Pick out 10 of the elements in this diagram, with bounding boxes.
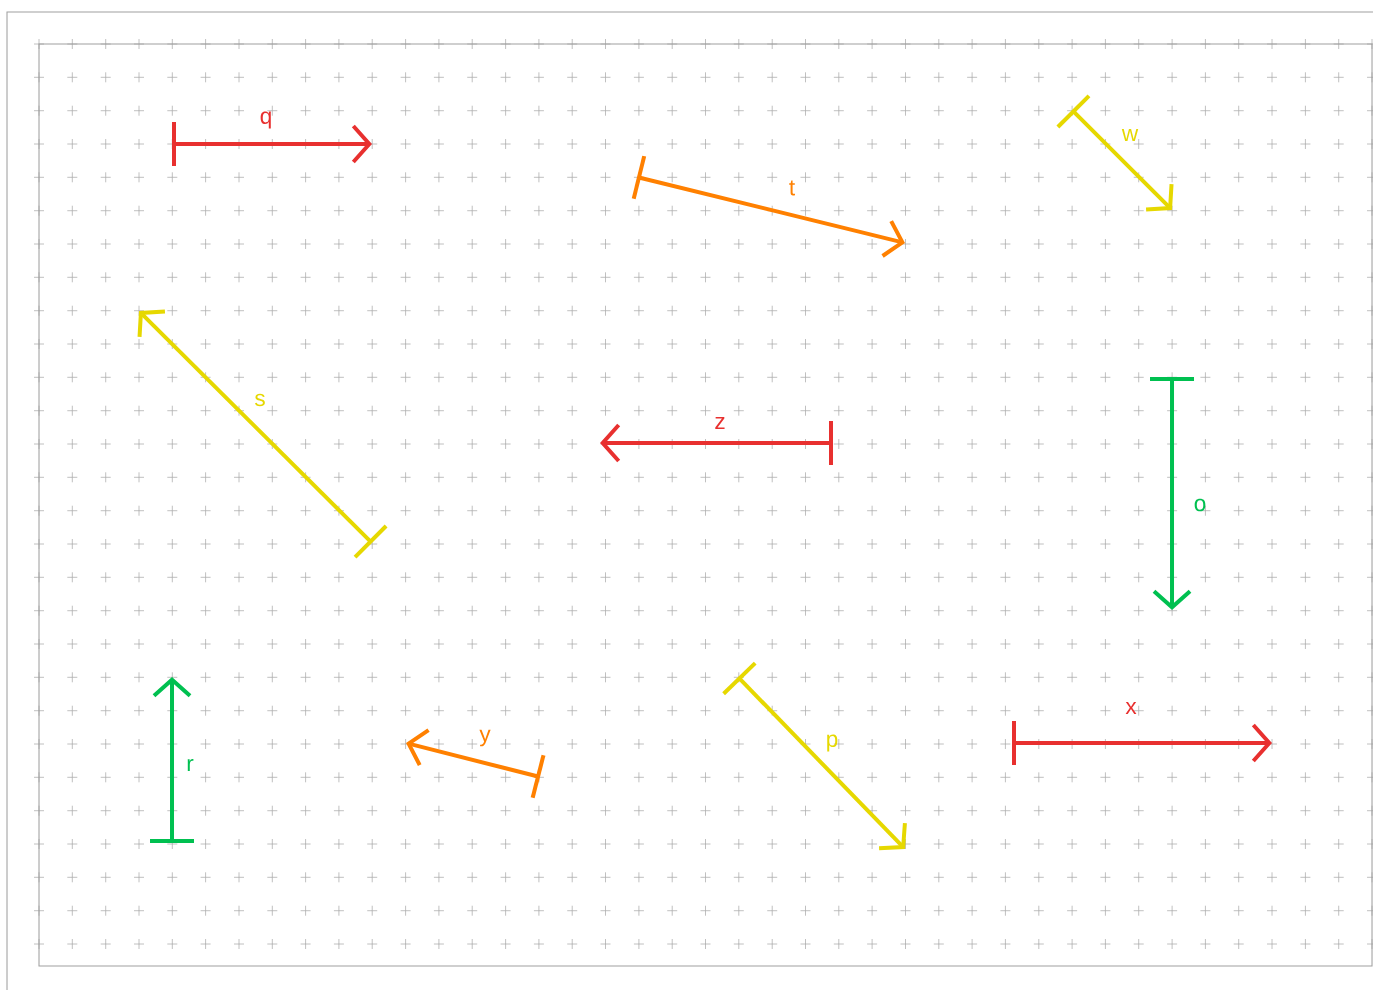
- vector-label: z: [715, 417, 725, 429]
- vector-label: p: [827, 734, 838, 752]
- vector-label: t: [789, 180, 795, 196]
- vector-label: s: [254, 393, 265, 407]
- vector-label: q: [260, 111, 271, 129]
- vector-label: r: [187, 758, 194, 772]
- vector-label: o: [1194, 498, 1206, 512]
- vector-label: y: [479, 729, 491, 747]
- vector-label: w: [1121, 129, 1139, 141]
- vector-label: x: [1125, 702, 1137, 714]
